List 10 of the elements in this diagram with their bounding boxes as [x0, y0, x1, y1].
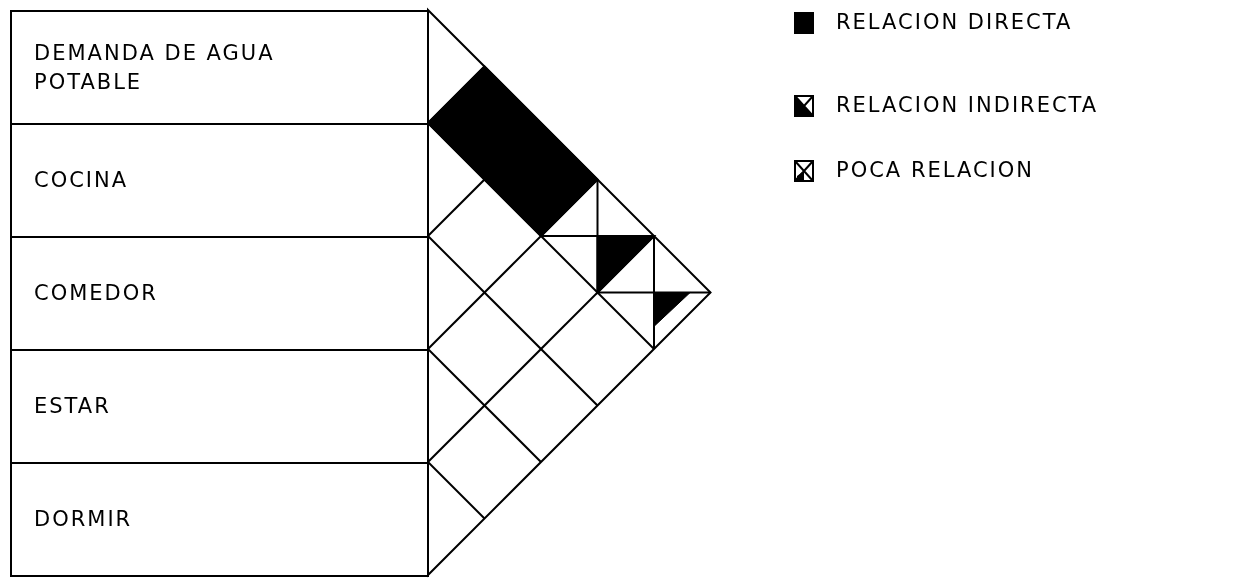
row-label-box [10, 10, 429, 125]
row-label: DORMIR [34, 506, 133, 534]
legend-label: RELACION DIRECTA [836, 10, 1073, 34]
legend-label: POCA RELACION [836, 158, 1035, 182]
row-label: COCINA [34, 167, 129, 195]
row-label: DEMANDA DE AGUA POTABLE [34, 40, 276, 96]
row-label: ESTAR [34, 393, 111, 421]
legend-label: RELACION INDIRECTA [836, 93, 1099, 117]
row-label: COMEDOR [34, 280, 158, 308]
row-label-box [10, 462, 429, 577]
